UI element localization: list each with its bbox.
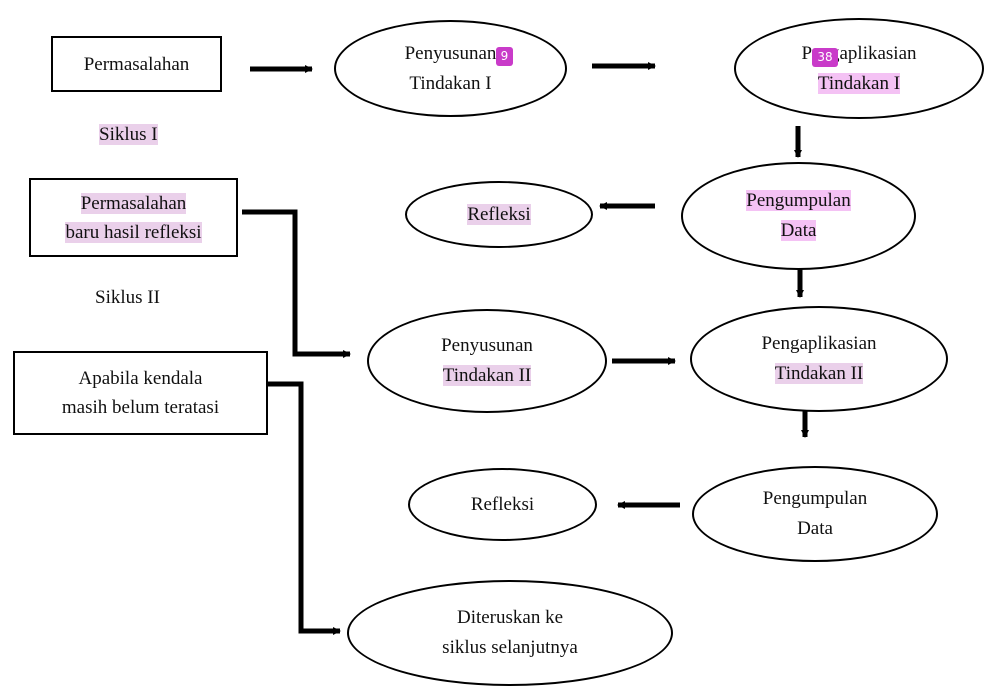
text-permasalahan-baru-line1: Permasalahan bbox=[80, 192, 187, 214]
ellipse-refleksi-2: Refleksi bbox=[408, 468, 597, 541]
text-pengumpulan1-line2: Data bbox=[780, 220, 817, 241]
label-siklus-1: Siklus I bbox=[99, 124, 158, 145]
ellipse-penyusunan-1: Penyusunan Tindakan I bbox=[334, 20, 567, 117]
ellipse-pengaplikasian-1: Pengaplikasian Tindakan I bbox=[734, 18, 984, 119]
text-penyusunan2-line2: Tindakan II bbox=[442, 365, 532, 386]
text-pengumpulan2-line1: Pengumpulan bbox=[762, 488, 868, 509]
box-permasalahan: Permasalahan bbox=[51, 36, 222, 92]
box-permasalahan-baru: Permasalahan baru hasil refleksi bbox=[29, 178, 238, 257]
text-pengaplikasian2-line1: Pengaplikasian bbox=[761, 333, 877, 354]
text-siklus-2: Siklus II bbox=[95, 287, 160, 308]
text-pengumpulan1-line1: Pengumpulan bbox=[746, 190, 851, 211]
arrow-permasalahanbaru-to-penyusunan2 bbox=[242, 209, 351, 358]
ellipse-pengumpulan-1: Pengumpulan Data bbox=[681, 162, 916, 270]
ellipse-penyusunan-2: Penyusunan Tindakan II bbox=[367, 309, 607, 413]
text-penyusunan1-line1: Penyusunan bbox=[404, 42, 497, 64]
text-permasalahan-baru-line2: baru hasil refleksi bbox=[65, 221, 202, 243]
text-refleksi1: Refleksi bbox=[467, 203, 531, 225]
ellipse-pengaplikasian-2: Pengaplikasian Tindakan II bbox=[690, 306, 948, 412]
text-apabila-line2: masih belum teratasi bbox=[61, 397, 220, 418]
text-apabila-line1: Apabila kendala bbox=[78, 368, 203, 389]
text-penyusunan1-line2: Tindakan I bbox=[409, 72, 492, 94]
arrow-apabila-to-diteruskan bbox=[268, 381, 341, 635]
label-siklus-2: Siklus II bbox=[95, 287, 160, 309]
text-pengaplikasian1-line2: Tindakan I bbox=[817, 72, 901, 94]
text-pengaplikasian2-line2: Tindakan II bbox=[774, 363, 864, 384]
text-diteruskan-line2: siklus selanjutnya bbox=[442, 637, 578, 658]
text-refleksi2: Refleksi bbox=[470, 493, 535, 515]
box-apabila: Apabila kendala masih belum teratasi bbox=[13, 351, 268, 435]
ellipse-diteruskan: Diteruskan ke siklus selanjutnya bbox=[347, 580, 673, 686]
marker-badge-38[interactable]: 38 bbox=[812, 48, 838, 67]
text-permasalahan: Permasalahan bbox=[83, 53, 190, 75]
text-pengumpulan2-line2: Data bbox=[797, 518, 833, 539]
ellipse-refleksi-1: Refleksi bbox=[405, 181, 593, 248]
marker-badge-9[interactable]: 9 bbox=[496, 47, 513, 66]
text-penyusunan2-line1: Penyusunan bbox=[441, 335, 533, 356]
ellipse-pengumpulan-2: Pengumpulan Data bbox=[692, 466, 938, 562]
text-diteruskan-line1: Diteruskan ke bbox=[456, 607, 564, 628]
